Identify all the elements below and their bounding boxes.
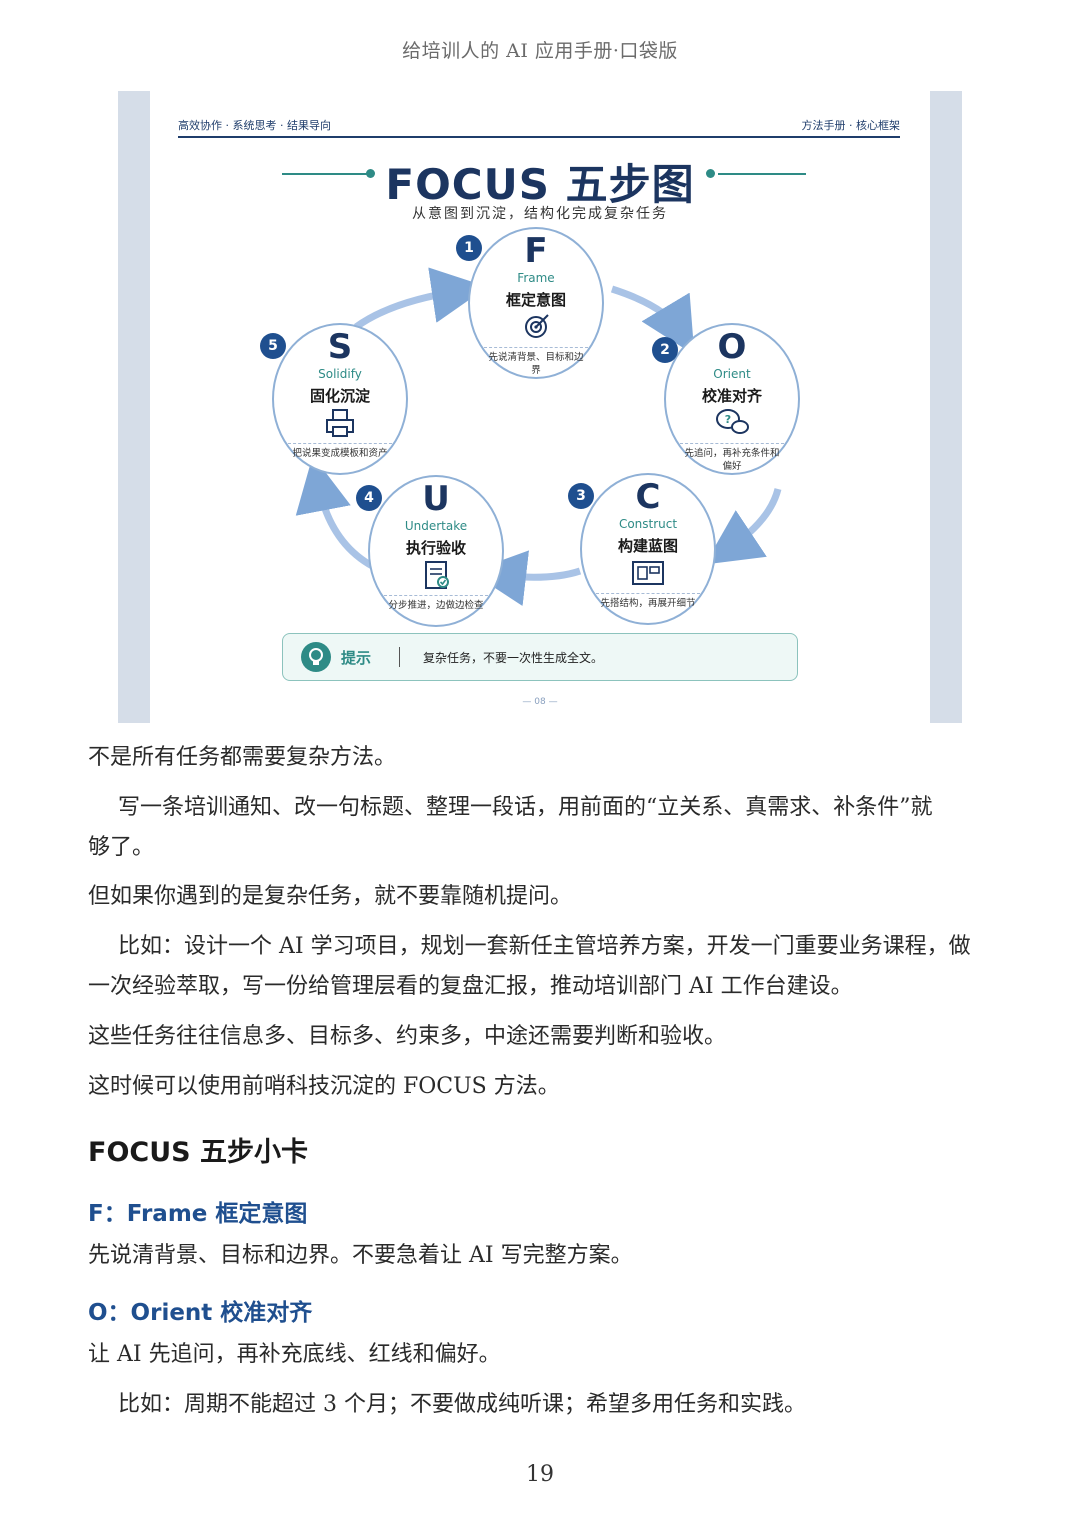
step-english-name: Undertake [404,519,468,533]
page-number: 19 [526,1462,554,1487]
paragraph-4: 比如：设计一个 AI 学习项目，规划一套新任主管培养方案，开发一门重要业务课程，… [88,934,971,999]
section-heading: FOCUS 五步小卡 [88,1137,308,1168]
arrow-s-to-f [353,267,488,330]
figure-card: 高效协作 · 系统思考 · 结果导向 方法手册 · 核心框架 FOCUS 五步图… [150,91,930,723]
step-chinese-name: 校准对齐 [701,387,762,405]
step-oval [272,323,408,475]
cycle-arrows [295,267,782,607]
step-description: 先说清背景、目标和边界 [484,347,588,377]
step-english-name: Solidify [318,367,362,381]
step-english-name: Orient [713,367,751,381]
figure-divider [178,136,900,138]
step-construct: C Construct 构建蓝图 先搭结构，再展开细节 [580,473,716,625]
step-number-badge: 2 [652,337,678,363]
printer-icon [326,409,354,437]
checklist-icon [425,561,449,589]
blueprint-icon [632,561,664,585]
figure-title: FOCUS 五步图 [385,160,695,209]
step-letter: S [327,327,353,367]
paragraph-1: 不是所有任务都需要复杂方法。 [88,745,397,770]
tip-separator [399,647,400,667]
arrow-f-to-o [610,285,695,356]
step-number-badge: 4 [356,485,382,511]
target-icon [525,314,549,338]
step-number-badge: 3 [568,483,594,509]
lightbulb-icon [301,642,331,672]
step-chinese-name: 执行验收 [405,539,466,557]
svg-text:?: ? [725,413,731,426]
step-orient: O Orient 校准对齐 ? 先追问，再补充条件和偏好 [664,323,800,475]
step-number-badge: 5 [260,333,286,359]
step-chinese-name: 固化沉淀 [309,387,370,405]
running-header: 给培训人的 AI 应用手册·口袋版 [402,40,678,62]
tip-box: 提示 复杂任务，不要一次性生成全文。 [282,633,798,681]
title-dot-right [706,169,715,178]
step-english-name: Frame [517,271,555,285]
f-step-heading: F：Frame 框定意图 [88,1201,308,1227]
tip-label: 提示 [341,649,372,667]
step-solidify: S Solidify 固化沉淀 把说果变成模板和资产 [272,323,408,475]
step-letter: U [422,479,450,519]
step-description: 先追问，再补充条件和偏好 [680,443,784,473]
step-chinese-name: 框定意图 [505,291,566,309]
paragraph-6: 这时候可以使用前哨科技沉淀的 FOCUS 方法。 [88,1074,560,1099]
focus-diagram-figure: 高效协作 · 系统思考 · 结果导向 方法手册 · 核心框架 FOCUS 五步图… [118,91,962,723]
arrow-c-to-u [470,550,582,607]
chat-question-icon: ? [716,409,749,434]
step-letter: O [717,327,747,367]
paragraph-5: 这些任务往往信息多、目标多、约束多，中途还需要判断和验收。 [88,1024,727,1049]
paragraph-3: 但如果你遇到的是复杂任务，就不要靠随机提问。 [88,884,573,909]
step-description: 把说果变成模板和资产 [288,443,392,460]
step-number-badge: 1 [456,235,482,261]
figure-tagline: 高效协作 · 系统思考 · 结果导向 [178,119,331,132]
title-decoration-right [718,173,806,175]
step-oval [368,475,504,627]
f-step-text: 先说清背景、目标和边界。不要急着让 AI 写完整方案。 [88,1243,633,1268]
step-oval [580,473,716,625]
title-dot-left [366,169,375,178]
step-undertake: U Undertake 执行验收 分步推进，边做边检查 [368,475,504,627]
tip-text: 复杂任务，不要一次性生成全文。 [423,651,604,665]
paragraph-2: 写一条培训通知、改一句标题、整理一段话，用前面的“立关系、真需求、补条件”就够了… [88,795,933,860]
figure-category: 方法手册 · 核心框架 [801,119,901,132]
step-description: 先搭结构，再展开细节 [596,593,700,610]
figure-subtitle: 从意图到沉淀，结构化完成复杂任务 [412,206,668,222]
step-letter: C [635,477,661,517]
o-step-example: 比如：周期不能超过 3 个月；不要做成纯听课；希望多用任务和实践。 [118,1392,806,1417]
step-letter: F [524,231,548,271]
step-oval [664,323,800,475]
step-oval [468,227,604,379]
o-step-text: 让 AI 先追问，再补充底线、红线和偏好。 [88,1342,501,1367]
step-chinese-name: 构建蓝图 [617,537,678,555]
step-english-name: Construct [618,517,678,531]
step-frame: F Frame 框定意图 先说清背景、目标和边界 [468,227,604,379]
step-description: 分步推进，边做边检查 [384,595,488,612]
arrow-o-to-c [704,488,782,565]
title-decoration-left [282,173,370,175]
figure-page-number: — 08 — [522,697,558,707]
o-step-heading: O：Orient 校准对齐 [88,1300,313,1326]
